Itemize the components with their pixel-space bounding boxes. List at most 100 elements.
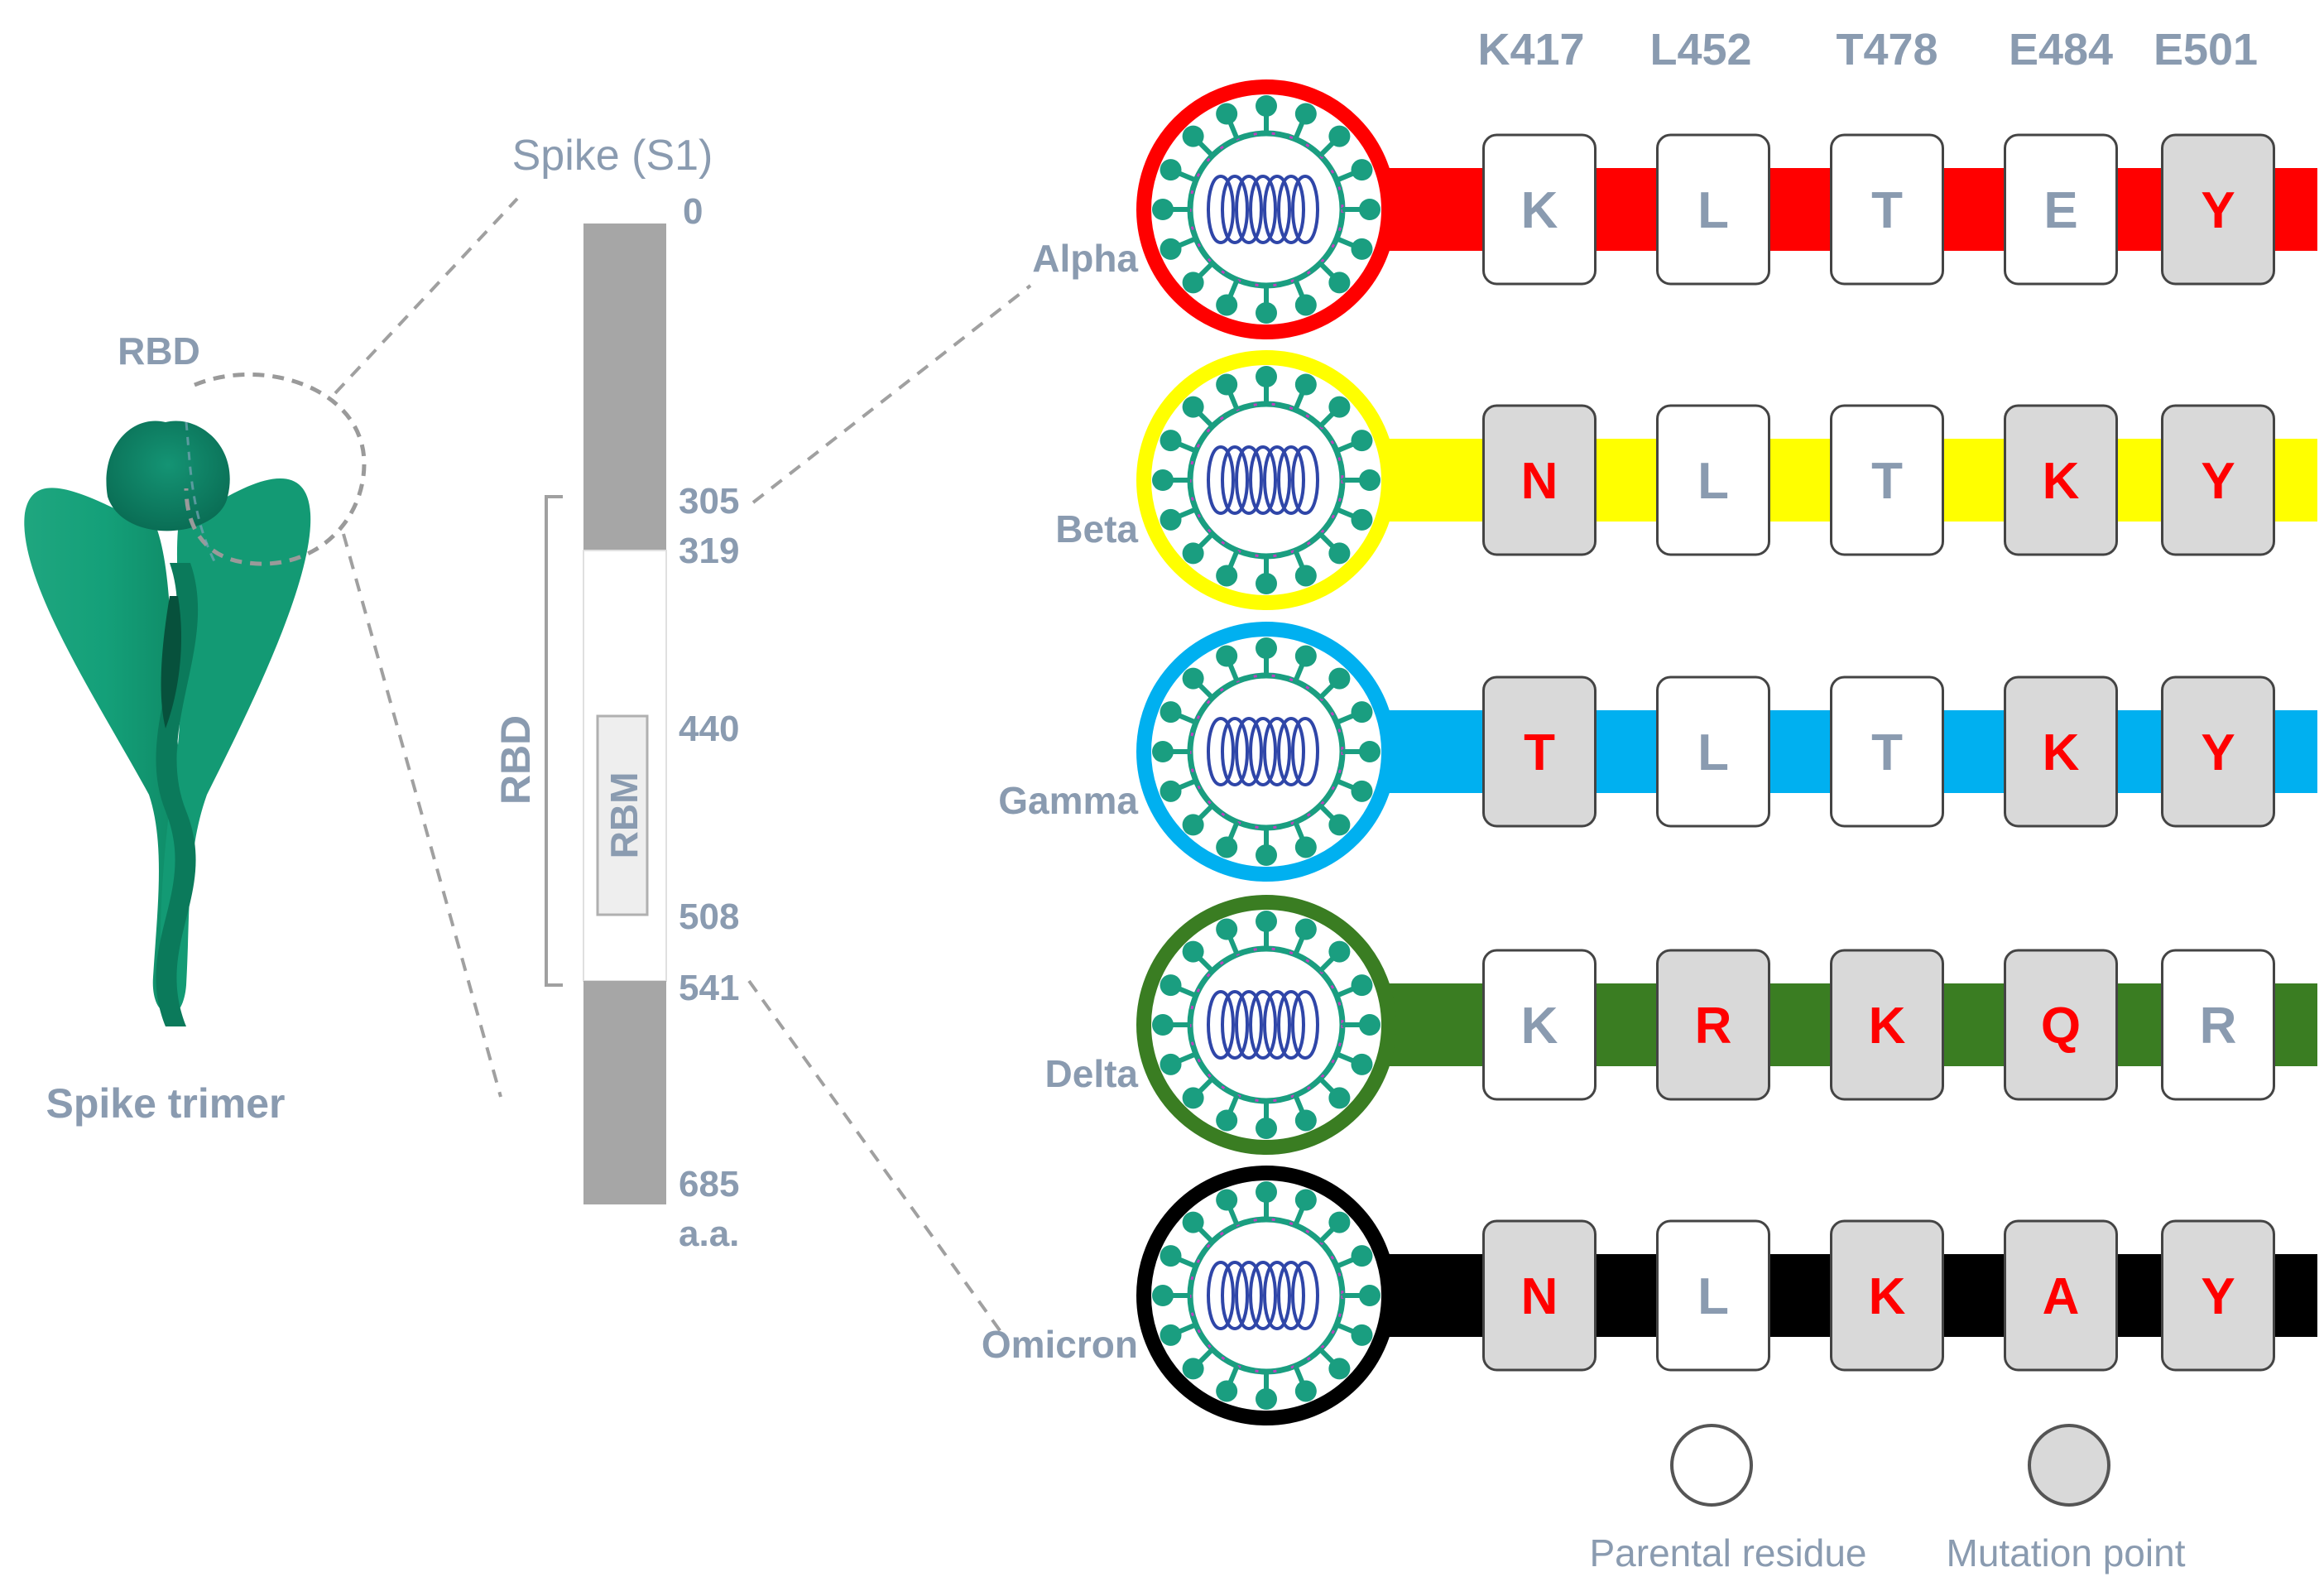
residue-letter: T [1524,724,1555,781]
legend: Parental residue Mutation point [1590,1424,2186,1574]
legend-parental-swatch [1670,1424,1753,1507]
mutation-residue-box [1482,404,1597,556]
rbd-bracket-label: RBD [492,715,539,805]
parental-residue-box [2161,949,2275,1101]
s1-segment-2 [583,981,666,1204]
virus-icon [1152,637,1380,866]
legend-mutation-label: Mutation point [1947,1531,2186,1574]
variant-row-gamma: Gamma T L T K Y [998,622,2317,882]
mutation-residue-box [2004,675,2118,828]
residue-letter: K [2043,453,2080,510]
variant-label: Delta [1045,1052,1139,1095]
tick-305: 305 [679,481,739,522]
residue-letter: E [2043,182,2077,239]
residue-letter: L [1697,1268,1729,1325]
residue-letter: K [1521,182,1558,239]
parental-residue-box [1656,404,1770,556]
mutation-residue-box [1830,1219,1944,1372]
virus-icon [1152,366,1380,594]
residue-letter: L [1697,182,1729,239]
residue-letter: Y [2201,724,2235,781]
residue-letter: Q [2041,997,2081,1055]
tick-unit: a.a. [679,1214,739,1254]
variant-band [1266,168,2317,251]
rbm-label: RBM [603,772,646,859]
variant-row-omicron: Omicron N L K A Y [982,1166,2317,1425]
residue-letter: N [1521,453,1558,510]
parental-residue-box [1830,133,1944,286]
s1-segment-1 [583,224,666,550]
variant-label: Omicron [982,1323,1138,1366]
mutation-residue-box [2161,404,2275,556]
tick-0: 0 [683,191,703,232]
trimer-rbd-label: RBD [118,329,200,373]
virus-icon [1152,1181,1380,1410]
tick-541: 541 [679,968,739,1008]
parental-residue-box [2004,133,2118,286]
tick-508: 508 [679,897,739,937]
legend-mutation-swatch [2028,1424,2110,1507]
spike-trimer-illustration: RBD Spike trimer [24,329,367,1127]
residue-letter: K [1869,1268,1906,1325]
spike-trimer-caption: Spike trimer [46,1080,285,1127]
spike-s1-bar: Spike (S1) RBM RBD 0 305 319 440 508 541… [492,132,739,1254]
parental-residue-box [1482,133,1597,286]
tick-440: 440 [679,709,739,749]
mutation-residue-box [1482,675,1597,828]
position-header: E501 [2154,25,2258,75]
residue-letter: K [1521,997,1558,1055]
parental-residue-box [1656,675,1770,828]
rbm-box [596,714,649,916]
variant-band [1266,710,2317,793]
position-headers: K417 L452 T478 E484 E501 [1477,25,2258,75]
mutation-residue-box [1656,949,1770,1101]
parental-residue-box [1482,949,1597,1101]
residue-letter: T [1871,724,1903,781]
residue-letter: R [2200,997,2237,1055]
position-header: L452 [1649,25,1751,75]
residue-letter: R [1695,997,1732,1055]
mutation-residue-box [2161,1219,2275,1372]
mutation-residue-box [1830,949,1944,1101]
residue-letter: K [1869,997,1906,1055]
variant-row-delta: Delta K R K Q R [1045,895,2317,1155]
parental-residue-box [1830,675,1944,828]
variant-band [1266,439,2317,522]
mutation-residue-box [2004,949,2118,1101]
legend-parental-label: Parental residue [1590,1531,1867,1574]
residue-letter: T [1871,182,1903,239]
zoom-connectors [334,197,1032,1334]
residue-letter: K [2043,724,2080,781]
residue-letter: T [1871,453,1903,510]
variant-label: Gamma [998,779,1138,822]
residue-letter: L [1697,453,1729,510]
variant-band [1266,1254,2317,1337]
spike-s1-title: Spike (S1) [512,132,713,180]
parental-residue-box [1656,1219,1770,1372]
position-header: T478 [1836,25,1937,75]
mutation-residue-box [1482,1219,1597,1372]
variant-row-beta: Beta N L T K Y [1055,350,2317,610]
parental-residue-box [1656,133,1770,286]
position-header: K417 [1477,25,1584,75]
residue-letter: L [1697,724,1729,781]
variant-label: Beta [1055,507,1138,550]
residue-letter: Y [2201,453,2235,510]
virus-icon [1152,911,1380,1139]
position-header: E484 [2009,25,2113,75]
mutation-residue-box [2161,133,2275,286]
variant-band [1266,983,2317,1066]
mutation-residue-box [2161,675,2275,828]
mutation-residue-box [2004,1219,2118,1372]
residue-letter: A [2043,1268,2080,1325]
residue-letter: N [1521,1268,1558,1325]
residue-letter: Y [2201,1268,2235,1325]
residue-letter: Y [2201,182,2235,239]
tick-319: 319 [679,531,739,571]
tick-685: 685 [679,1164,739,1204]
virus-icon [1152,95,1380,324]
rbd-bracket [545,495,563,987]
